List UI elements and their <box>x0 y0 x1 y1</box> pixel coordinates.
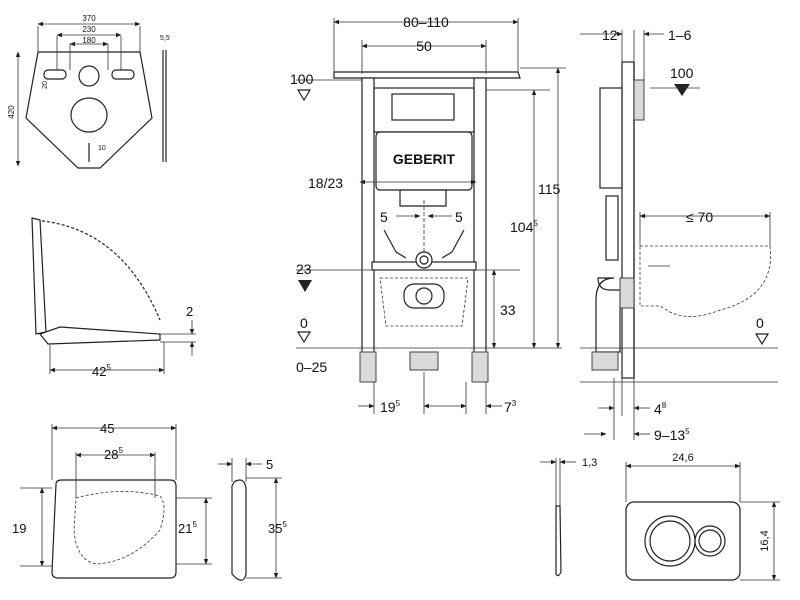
frame-side-view: ≤ 70 12 1–6 100 0 48 9–135 <box>580 27 778 443</box>
level-0-symbol <box>296 331 312 344</box>
pan-outline-dashed <box>379 277 469 327</box>
seat-top-view: 45 285 19 215 <box>12 421 212 579</box>
mat-slot-right <box>111 69 135 80</box>
frame-right-upright <box>473 77 487 379</box>
dim-frame-33: 33 <box>500 302 516 318</box>
side-drain-bend <box>595 277 621 353</box>
dim-seat-28: 285 <box>104 446 123 462</box>
cistern-outlet <box>399 189 447 207</box>
drain-pipe-connection <box>403 283 445 309</box>
seat-profile-outline <box>231 479 247 581</box>
level-23-symbol <box>298 280 312 292</box>
side-pan-outline <box>639 245 771 317</box>
seat-lid-side-view: 2 425 <box>31 217 196 379</box>
dim-mat-width-230: 230 <box>82 25 96 34</box>
frame-left-foot <box>359 351 377 383</box>
dim-mat-height-420: 420 <box>7 105 16 119</box>
side-flush-plate <box>633 79 645 121</box>
dim-seat-21: 215 <box>178 520 197 536</box>
dim-mat-20: 20 <box>42 81 49 89</box>
dim-frame-19: 195 <box>380 399 401 415</box>
seat-opening <box>73 491 165 565</box>
dim-frame-5-left: 5 <box>380 209 388 225</box>
lid-swing-arc <box>31 219 161 321</box>
flush-plate-side-profile <box>555 505 562 577</box>
side-connection-block <box>619 277 635 309</box>
seat-side-profile: 5 355 <box>218 457 287 581</box>
dim-lid-2: 2 <box>186 304 193 319</box>
level-100-symbol <box>296 89 312 102</box>
flush-button-large <box>644 515 696 567</box>
dim-plate-16-4: 16,4 <box>759 530 771 551</box>
side-flush-pipe <box>605 195 619 261</box>
range-0-25-label: 0–25 <box>296 359 327 375</box>
mat-hole-main <box>70 97 108 133</box>
dim-mat-thickness: 5,5 <box>160 35 170 42</box>
dim-frame-104: 1045 <box>510 219 538 235</box>
mat-slot-left <box>43 69 67 80</box>
side-level-0-label: 0 <box>756 315 764 331</box>
mounting-mat-view: 370 230 180 420 20 10 5,5 <box>7 14 170 169</box>
dim-seat-19: 19 <box>12 521 26 536</box>
dim-frame-80-110: 80–110 <box>403 14 449 30</box>
dim-frame-18-23: 18/23 <box>308 175 343 191</box>
dim-frame-115: 115 <box>538 181 561 197</box>
dim-frame-7: 73 <box>504 399 517 415</box>
dim-mat-width-180: 180 <box>82 36 96 45</box>
drain-outlet <box>409 351 439 371</box>
dim-seat-side-5: 5 <box>266 457 273 472</box>
level-0-label: 0 <box>300 315 308 331</box>
level-100-label: 100 <box>290 71 314 87</box>
brand-logo: GEBERIT <box>393 151 456 167</box>
dim-plate-24-6: 24,6 <box>672 452 693 464</box>
flush-plate-view: 1,3 24,6 16,4 <box>540 452 780 581</box>
lid-outline <box>31 217 47 335</box>
dim-lid-42: 425 <box>92 363 111 379</box>
mat-hole-top <box>78 65 100 87</box>
dim-seat-side-35: 355 <box>268 520 287 536</box>
dim-frame-50: 50 <box>416 38 432 54</box>
side-drain-outlet <box>591 351 619 371</box>
dim-side-12: 12 <box>602 27 618 43</box>
level-23-label: 23 <box>296 261 312 277</box>
side-level-100-label: 100 <box>670 65 694 81</box>
side-cistern <box>599 87 623 189</box>
dim-frame-5-right: 5 <box>455 209 463 225</box>
dim-side-1-6: 1–6 <box>668 27 692 43</box>
side-frame-upright <box>621 61 635 379</box>
frame-right-foot <box>471 351 489 383</box>
dim-side-4: 48 <box>654 401 667 417</box>
frame-bracket-right <box>441 229 465 259</box>
frame-left-upright <box>361 77 375 379</box>
flush-pipe-connection <box>415 251 433 269</box>
side-level-0-symbol <box>754 333 770 346</box>
dim-plate-1-3: 1,3 <box>582 457 597 469</box>
side-level-100-symbol <box>674 84 690 96</box>
frame-top-rail <box>333 71 521 79</box>
frame-front-view: 80–110 50 GEBERIT 18/23 5 5 <box>290 14 566 415</box>
dim-mat-10: 10 <box>98 145 106 152</box>
dim-side-9-13: 9–135 <box>654 427 690 443</box>
seat-outline <box>51 479 177 579</box>
frame-bracket-left <box>383 229 407 259</box>
dim-seat-45: 45 <box>100 421 114 436</box>
seat-base-outline <box>39 326 161 345</box>
dim-side-le-70: ≤ 70 <box>686 209 713 225</box>
flush-plate-opening <box>391 93 455 121</box>
dim-mat-width-370: 370 <box>82 14 96 23</box>
